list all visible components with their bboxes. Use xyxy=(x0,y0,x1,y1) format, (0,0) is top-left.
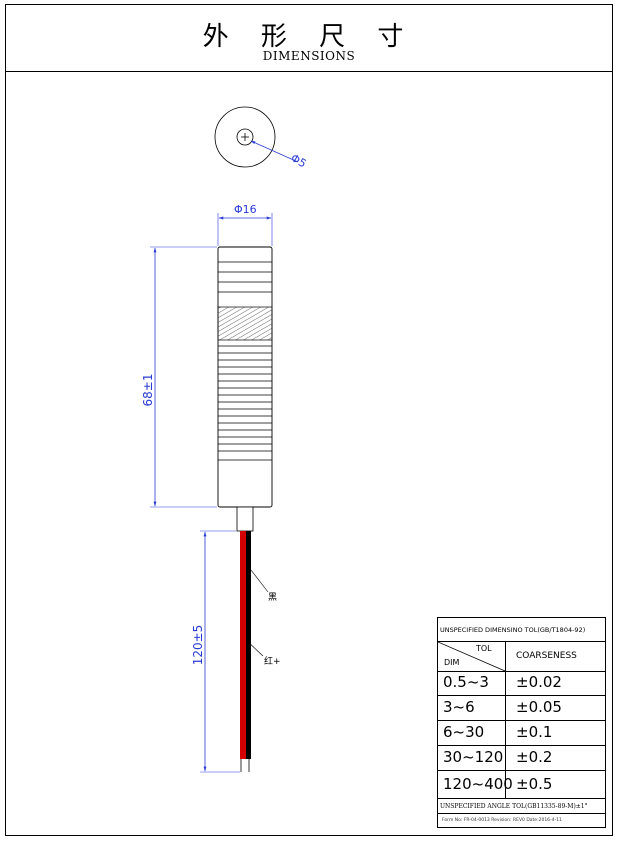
wire-red xyxy=(240,531,246,759)
light-body xyxy=(217,246,273,532)
top-view-outer-circle xyxy=(214,106,276,168)
header-dim: DIM xyxy=(444,658,460,667)
top-view-leader xyxy=(250,140,299,163)
header-tol: TOL xyxy=(476,644,492,653)
row-tolerance: ±0.2 xyxy=(516,748,553,766)
form-info: Form No: FR-04-0013 Revision: REV0 Date:… xyxy=(442,818,562,823)
row-tolerance: ±0.05 xyxy=(516,698,562,716)
angle-tolerance: UNSPECIFIED ANGLE TOL(GB11335-89-M)±1° xyxy=(438,799,605,814)
row-range: 3~6 xyxy=(443,698,475,716)
body-length-dimension: 68±1 xyxy=(141,246,217,508)
ribbed-section xyxy=(218,345,272,452)
row-range: 6~30 xyxy=(443,723,485,741)
row-range: 120~400 xyxy=(443,775,513,793)
diameter-dimension: Φ16 xyxy=(217,203,273,246)
cable-gland xyxy=(236,506,254,532)
top-view-inner-circle xyxy=(236,128,254,146)
diameter-label: Φ16 xyxy=(234,203,257,216)
table-row: 0.5~3 ±0.02 xyxy=(438,671,605,696)
wire-black-label: 黑 xyxy=(268,592,277,603)
top-view-dim-label: Φ5 xyxy=(289,151,309,170)
wire-black xyxy=(246,531,251,759)
row-tolerance: ±0.1 xyxy=(516,723,553,741)
cable-length-dimension: 120±5 xyxy=(191,530,240,773)
row-tolerance: ±0.5 xyxy=(516,775,553,793)
table-row: 3~6 ±0.05 xyxy=(438,696,605,721)
row-range: 0.5~3 xyxy=(443,673,489,691)
knurled-ring xyxy=(217,306,273,341)
wires: 黑 红+ xyxy=(240,531,281,772)
title-chinese: 外 形 尺 寸 xyxy=(202,22,416,52)
tolerance-table: UNSPECIFIED DIMENSINO TOL(GB/T1804-92) T… xyxy=(437,617,606,828)
table-row: 6~30 ±0.1 xyxy=(438,721,605,746)
tolerance-table-title: UNSPECIFIED DIMENSINO TOL(GB/T1804-92) xyxy=(438,618,605,642)
row-tolerance: ±0.02 xyxy=(516,673,562,691)
body-length-label: 68±1 xyxy=(141,374,155,407)
header-diagonal xyxy=(438,642,506,671)
table-row: 120~400 ±0.5 xyxy=(438,773,605,799)
drawing-frame xyxy=(5,4,613,836)
top-view: Φ5 xyxy=(214,106,309,170)
wire-red-label: 红+ xyxy=(264,655,281,667)
title-block: 外 形 尺 寸 DIMENSIONS xyxy=(5,4,613,72)
title-english: DIMENSIONS xyxy=(262,49,356,63)
row-range: 30~120 xyxy=(443,748,504,766)
tolerance-table-header: TOL DIM COARSENESS xyxy=(438,642,605,672)
table-row: 30~120 ±0.2 xyxy=(438,746,605,771)
cable-length-label: 120±5 xyxy=(191,625,205,666)
header-coarseness: COARSENESS xyxy=(516,651,577,661)
